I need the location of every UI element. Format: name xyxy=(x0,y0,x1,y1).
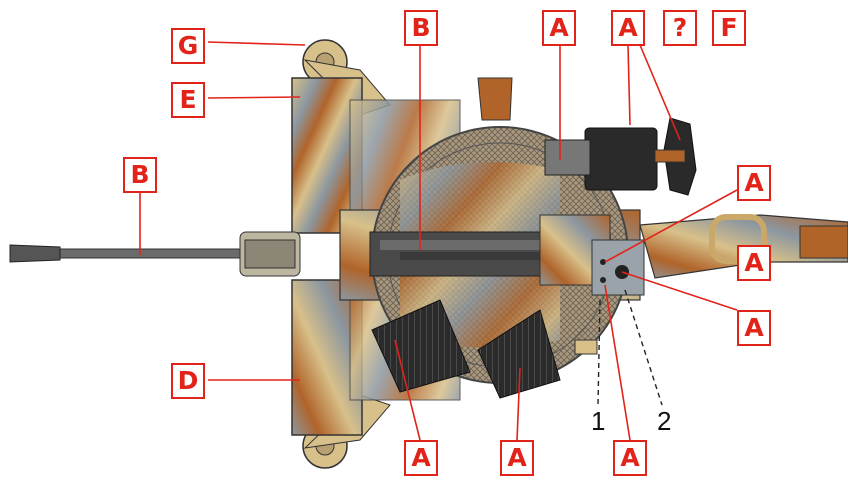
barrel xyxy=(9,231,301,277)
label-d: D xyxy=(171,363,205,399)
label-f: F xyxy=(712,10,746,46)
label-a-top-2: A xyxy=(611,10,645,46)
label-a-top-1: A xyxy=(542,10,576,46)
ammo-magazines xyxy=(371,127,658,399)
label-g: G xyxy=(171,28,205,64)
label-e: E xyxy=(171,82,205,118)
label-a-bottom-2: A xyxy=(500,440,534,476)
label-question: ? xyxy=(663,10,697,46)
gun-mechanism xyxy=(369,214,645,296)
label-b-top: B xyxy=(404,10,438,46)
label-a-bottom-3: A xyxy=(613,440,647,476)
label-a-right-1: A xyxy=(737,165,771,201)
label-a-bottom-1: A xyxy=(404,440,438,476)
label-a-right-2: A xyxy=(737,245,771,281)
label-a-right-3: A xyxy=(737,310,771,346)
callout-1: 1 xyxy=(591,406,606,436)
label-b-left: B xyxy=(123,157,157,193)
dashed-callouts xyxy=(597,289,663,406)
leader-lines xyxy=(139,41,738,441)
callout-2: 2 xyxy=(657,406,672,436)
sight-and-seat xyxy=(477,77,697,355)
